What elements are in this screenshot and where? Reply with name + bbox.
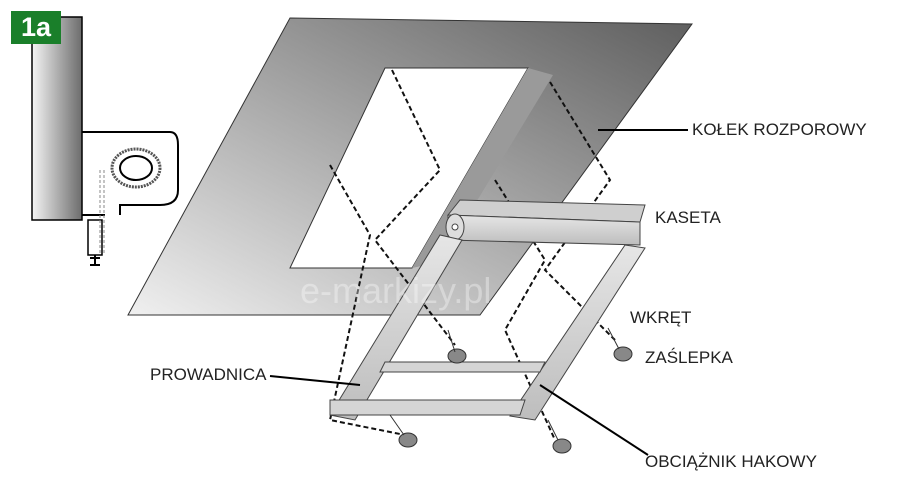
label-guide-rail: PROWADNICA: [150, 365, 267, 384]
watermark: e-markizy.pl: [300, 270, 492, 311]
label-end-cap: ZAŚLEPKA: [645, 348, 733, 367]
label-hook-weight: OBCIĄŻNIK HAKOWY: [645, 452, 817, 471]
leader-lines: [269, 129, 688, 456]
label-cassette: KASETA: [655, 208, 721, 227]
section-view: [31, 16, 179, 266]
cassette: [445, 199, 646, 246]
figure-badge: 1a: [11, 11, 61, 44]
label-screw: WKRĘT: [630, 308, 692, 327]
label-wall-plug: KOŁEK ROZPOROWY: [692, 120, 867, 139]
guide-rails: [329, 234, 646, 421]
screws: [389, 327, 633, 454]
